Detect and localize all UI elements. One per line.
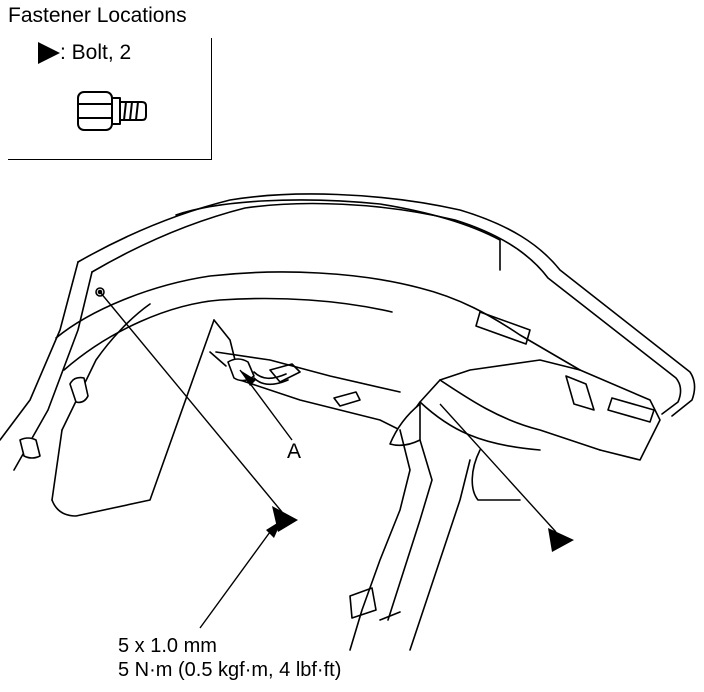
body-panel-drawing [0,193,696,651]
legend-bolt-text: : Bolt, 2 [60,41,132,64]
legend-box [8,38,212,160]
bolt-marker-right-icon [548,528,574,552]
spec-size: 5 x 1.0 mm [118,635,217,657]
bolt-icon [77,91,147,131]
spec-torque: 5 N·m (0.5 kgf·m, 4 lbf·ft) [118,659,342,681]
callout-a-arrowhead-icon [240,370,256,386]
legend-triangle-icon [38,42,60,64]
legend-title: Fastener Locations [8,4,187,27]
spec-arrowhead-icon [266,520,282,538]
torque-spec: 5 x 1.0 mm 5 N·m (0.5 kgf·m, 4 lbf·ft) [118,634,341,682]
callout-label-a: A [287,440,302,463]
leader-lines [99,291,557,629]
